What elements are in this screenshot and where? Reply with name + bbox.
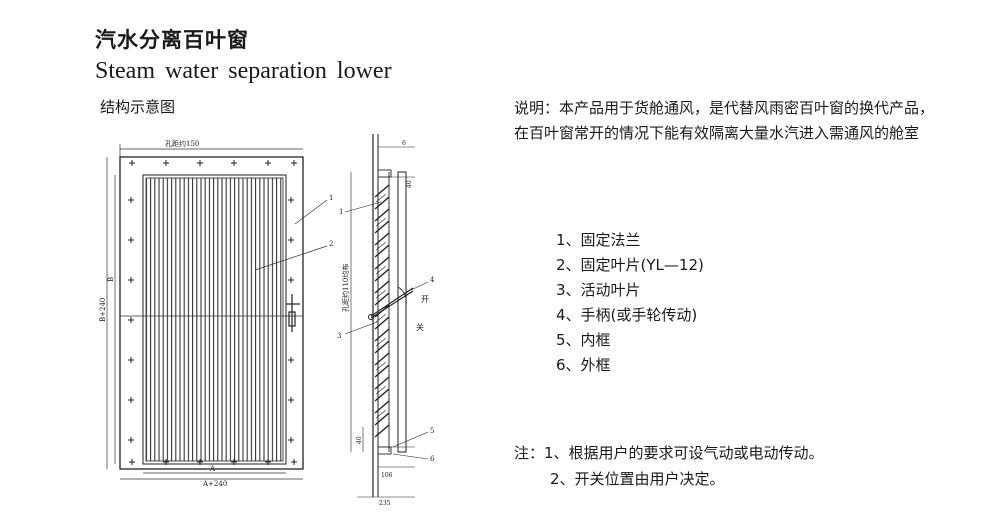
- handle: [286, 294, 300, 332]
- dim-b-240: B+240: [99, 298, 107, 322]
- hole-pitch-vertical: 孔距约110均布: [341, 264, 350, 312]
- part-item-4: 4、手柄(或手轮传动): [556, 306, 698, 324]
- page-title: 汽水分离百叶窗: [95, 27, 249, 52]
- flange-bolts: [128, 160, 297, 465]
- side-label-4: 4: [430, 276, 435, 284]
- technical-drawing: 孔距约150 B+240 B A+240 A 1 2: [99, 134, 435, 507]
- part-item-3: 3、活动叶片: [556, 281, 641, 299]
- dim-b: B: [107, 277, 115, 282]
- part-item-1: 1、固定法兰: [556, 231, 641, 249]
- dim-235: 235: [379, 500, 391, 507]
- front-label-1: 1: [329, 194, 333, 202]
- outer-frame: [119, 156, 304, 470]
- side-label-1: 1: [339, 208, 343, 216]
- dim-106: 106: [381, 472, 393, 479]
- parts-list: 1、固定法兰 2、固定叶片(YL—12) 3、活动叶片 4、手柄(或手轮传动) …: [556, 228, 704, 378]
- side-label-3: 3: [337, 332, 341, 340]
- dim-40-top: 40: [406, 180, 413, 188]
- dim-a-240: A+240: [202, 480, 227, 488]
- close-label: 关: [416, 322, 424, 332]
- notes: 注：1、根据用户的要求可设气动或电动传动。 2、开关位置由用户决定。: [514, 440, 824, 492]
- hole-pitch-label: 孔距约150: [165, 139, 199, 148]
- side-label-5: 5: [430, 427, 434, 435]
- part-item-2: 2、固定叶片(YL—12): [556, 256, 704, 274]
- inner-frame: [142, 174, 287, 465]
- page-title-english: Steam water separation lower: [95, 58, 392, 84]
- note-line-1: 注：1、根据用户的要求可设气动或电动传动。: [514, 444, 824, 462]
- open-label: 开: [421, 295, 429, 304]
- dim-6: 6: [402, 140, 406, 147]
- description-text: 说明：本产品用于货舱通风，是代替风雨密百叶窗的换代产品，在百叶窗常开的情况下能有…: [514, 99, 935, 142]
- side-label-6: 6: [430, 455, 435, 463]
- dim-40-bottom: 40: [356, 436, 363, 444]
- part-item-6: 6、外框: [556, 356, 611, 374]
- note-line-2: 2、开关位置由用户决定。: [550, 470, 725, 488]
- part-item-5: 5、内框: [556, 331, 611, 349]
- front-label-2: 2: [329, 240, 333, 248]
- dim-a: A: [209, 465, 216, 473]
- front-view: 孔距约150 B+240 B A+240 A 1 2: [99, 139, 333, 488]
- side-view: [344, 134, 429, 498]
- drawing-caption: 结构示意图: [100, 98, 176, 116]
- blade-area: [145, 177, 284, 462]
